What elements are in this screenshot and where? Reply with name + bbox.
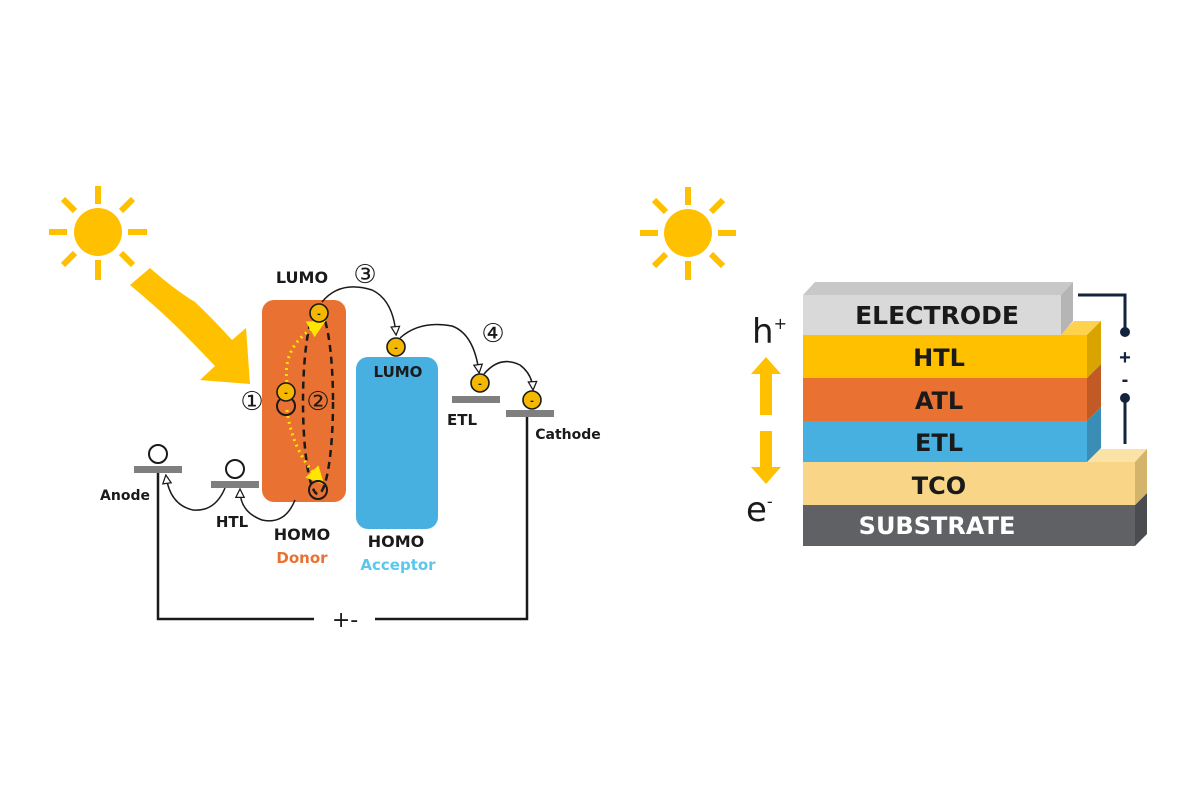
layer-label-electrode: ELECTRODE bbox=[855, 301, 1019, 330]
step-1-label: ① bbox=[240, 387, 263, 417]
transfer-arrow-htl-anode bbox=[166, 476, 226, 511]
hole-arrow-up bbox=[751, 357, 781, 415]
external-circuit bbox=[156, 417, 529, 621]
acceptor-block bbox=[356, 357, 438, 529]
etl-label: ETL bbox=[447, 411, 477, 429]
step-3-label: ③ bbox=[353, 260, 376, 290]
donor-label: Donor bbox=[276, 549, 328, 567]
sun-icon-left bbox=[49, 186, 147, 280]
electron-acceptor-lumo: - bbox=[386, 337, 406, 357]
anode-level bbox=[134, 466, 182, 473]
relaxation-path bbox=[285, 409, 325, 485]
cathode-level bbox=[506, 410, 554, 417]
donor-lumo-label: LUMO bbox=[276, 268, 328, 287]
hole-donor-homo bbox=[308, 480, 328, 500]
transfer-arrow-donor-acceptor bbox=[321, 286, 396, 334]
transfer-arrow-donor-htl bbox=[240, 490, 296, 522]
svg-text:-: - bbox=[284, 387, 288, 399]
layer-label-htl: HTL bbox=[913, 344, 965, 372]
layer-label-tco: TCO bbox=[912, 472, 966, 500]
step-4-label: ④ bbox=[481, 319, 504, 349]
layer-tco bbox=[803, 449, 1147, 505]
htl-level bbox=[211, 481, 259, 488]
acceptor-lumo-label: LUMO bbox=[374, 363, 423, 381]
electron-donor-lumo: - bbox=[309, 303, 329, 323]
donor-homo-label: HOMO bbox=[274, 525, 331, 544]
svg-text:-: - bbox=[478, 378, 482, 390]
step-2-label: ② bbox=[306, 387, 329, 417]
terminal-positive bbox=[1120, 327, 1130, 337]
minus-sign: - bbox=[1122, 369, 1129, 391]
sun-icon-right bbox=[640, 187, 736, 280]
layer-etl bbox=[803, 407, 1101, 462]
acceptor-homo-label: HOMO bbox=[368, 532, 425, 551]
exciton-ellipse bbox=[301, 308, 335, 496]
plus-sign: + bbox=[1119, 347, 1131, 369]
anode-label: Anode bbox=[100, 488, 150, 504]
right-circuit bbox=[1078, 293, 1127, 444]
terminal-negative bbox=[1120, 393, 1130, 403]
htl-label: HTL bbox=[216, 513, 249, 531]
electron-donor-mid: - bbox=[276, 382, 296, 402]
layer-atl bbox=[803, 364, 1101, 421]
hole-htl bbox=[225, 459, 245, 479]
svg-text:-: - bbox=[530, 395, 534, 407]
svg-text:-: - bbox=[317, 308, 321, 320]
hole-label: h+ bbox=[752, 312, 787, 352]
etl-level bbox=[452, 396, 500, 403]
hole-anode bbox=[148, 444, 168, 464]
transfer-arrow-etl-cathode bbox=[483, 360, 533, 389]
circuit-polarity-label: +- bbox=[332, 608, 358, 633]
light-arrow bbox=[130, 268, 250, 384]
layer-label-etl: ETL bbox=[915, 429, 963, 457]
layer-label-atl: ATL bbox=[915, 387, 963, 415]
electron-etl: - bbox=[470, 373, 490, 393]
cathode-label: Cathode bbox=[535, 427, 601, 443]
donor-block bbox=[262, 300, 346, 502]
excitation-path bbox=[284, 320, 326, 383]
transfer-arrow-acceptor-etl bbox=[399, 323, 479, 373]
layer-htl bbox=[803, 321, 1101, 378]
acceptor-label: Acceptor bbox=[360, 556, 436, 574]
layer-label-substrate: SUBSTRATE bbox=[859, 512, 1016, 540]
layer-substrate bbox=[803, 493, 1147, 546]
electron-arrow-down bbox=[751, 431, 781, 484]
electron-label: e- bbox=[746, 490, 773, 530]
layer-electrode bbox=[803, 282, 1073, 335]
electron-cathode: - bbox=[522, 390, 542, 410]
svg-text:-: - bbox=[394, 342, 398, 354]
